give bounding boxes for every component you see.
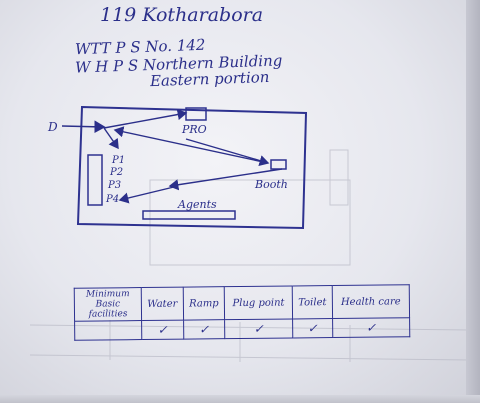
toilet-check: ✓ [292, 318, 333, 338]
water-header: Water [141, 287, 184, 321]
voting-booth [270, 159, 287, 170]
p3-label: P3 [107, 180, 121, 191]
booth-label: Booth [254, 178, 288, 191]
pro-label: PRO [181, 123, 207, 136]
p1-label: P1 [111, 155, 125, 166]
facilities-mark-blank [74, 320, 142, 341]
agents-label: Agents [177, 198, 217, 211]
health-care-header: Health care [332, 284, 410, 319]
plug-point-check: ✓ [224, 318, 293, 339]
toilet-header: Toilet [292, 285, 333, 319]
agents-bench [142, 210, 236, 220]
room-outline [76, 105, 308, 230]
facilities-header: Minimum Basic facilities [74, 287, 142, 322]
p4-label: P4 [105, 194, 119, 205]
polling-station-title: 119 Kotharabora [100, 4, 264, 26]
officers-table [87, 154, 103, 206]
facilities-table: Minimum Basic facilities Water Ramp Plug… [74, 284, 411, 341]
p2-label: P2 [109, 167, 123, 178]
page-edge-shadow [466, 0, 480, 403]
health-care-check: ✓ [332, 317, 410, 338]
entry-label: D [47, 120, 58, 134]
ramp-check: ✓ [183, 319, 225, 340]
plug-point-header: Plug point [224, 285, 293, 320]
water-check: ✓ [141, 320, 184, 340]
page-bottom-shadow [0, 395, 480, 403]
entry-arrow [61, 120, 106, 134]
ramp-header: Ramp [183, 286, 225, 321]
